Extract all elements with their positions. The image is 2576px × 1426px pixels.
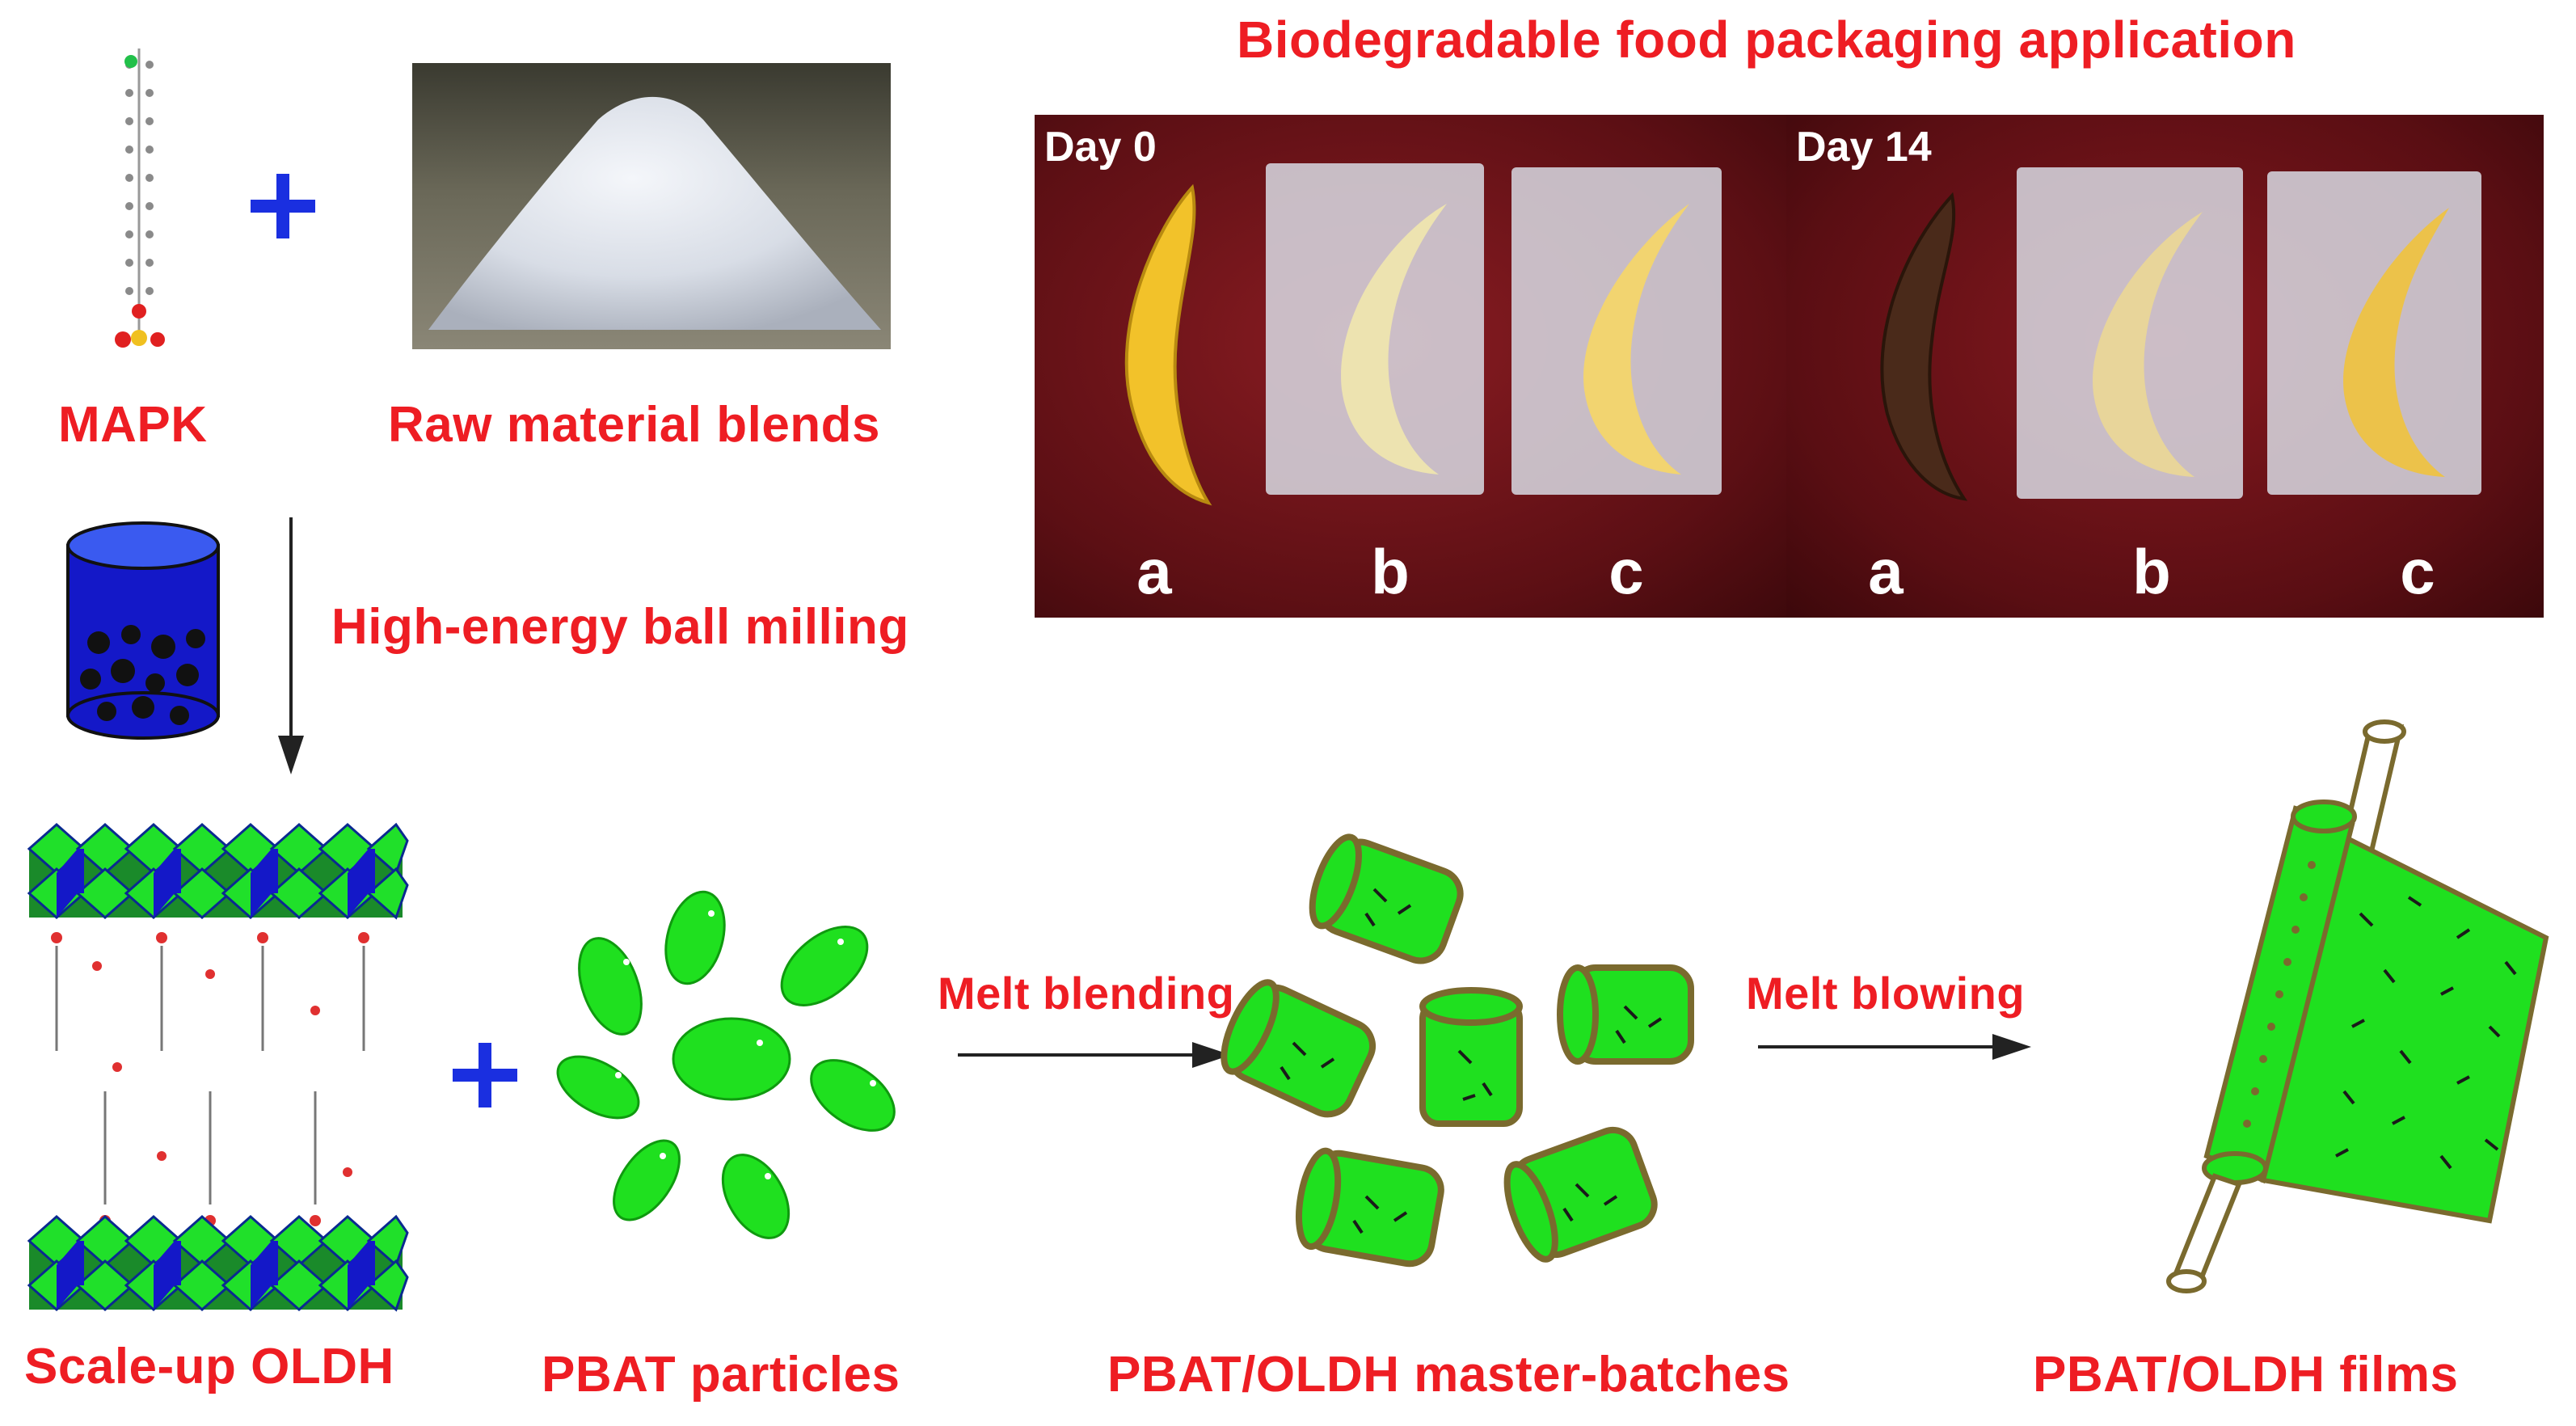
top-lamella (27, 822, 409, 920)
melt-blowing-label: Melt blowing (1746, 968, 2026, 1019)
figure-title: Biodegradable food packaging application (1237, 11, 2296, 69)
melt-blending-label: Melt blending (938, 968, 1235, 1019)
masterbatch-pellets (1221, 833, 1694, 1268)
bottom-lamella (27, 1214, 409, 1312)
raw-material-label: Raw material blends (388, 397, 881, 453)
oldh-structure (27, 822, 409, 1312)
sample-label-c-day14: c (2400, 536, 2435, 607)
sample-label-b-day14: b (2132, 536, 2171, 607)
sample-label-c-day0: c (1608, 536, 1644, 607)
banana-photos (1124, 163, 2481, 506)
milling-label: High-energy ball milling (331, 599, 909, 655)
pbat-label: PBAT particles (542, 1347, 900, 1403)
banana-photo-panel: Day 0 Day 14 a b c a b c (1035, 115, 2544, 618)
pbat-particles (556, 890, 896, 1239)
mapk-molecule-icon (115, 49, 165, 348)
milling-arrow (278, 517, 304, 774)
mapk-label: MAPK (58, 397, 208, 453)
films-label: PBAT/OLDH films (2033, 1347, 2459, 1403)
sample-label-b-day0: b (1371, 536, 1410, 607)
sample-label-a-day14: a (1868, 536, 1904, 607)
melt-blowing-arrow (1758, 1034, 2031, 1060)
masterbatch-label: PBAT/OLDH master-batches (1107, 1347, 1790, 1403)
day0-label: Day 0 (1044, 124, 1157, 171)
melt-blending-arrow (958, 1042, 1231, 1068)
day14-label: Day 14 (1796, 124, 1932, 171)
film-roll (2166, 719, 2549, 1293)
sample-label-a-day0: a (1136, 536, 1172, 607)
plus-icon (251, 174, 315, 238)
oldh-label: Scale-up OLDH (24, 1339, 394, 1394)
plus-icon-2 (453, 1043, 517, 1107)
ball-mill-cylinder-icon (66, 521, 220, 740)
raw-material-photo (412, 63, 891, 349)
